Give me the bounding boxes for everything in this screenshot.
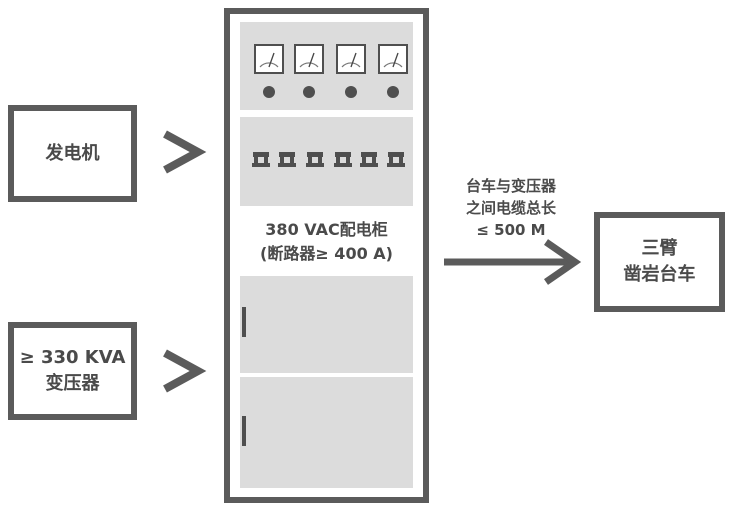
ammeter-gauge-icon (294, 44, 324, 74)
circuit-breaker-icon (387, 152, 405, 168)
rig-label-line-1: 三臂 (641, 238, 678, 259)
drill-rig-box: 三臂 凿岩台车 (594, 212, 725, 312)
rig-label-line-2: 凿岩台车 (623, 264, 696, 285)
cabinet-breaker-spec: (断路器≥ 400 A) (260, 243, 393, 263)
cabinet-door-lower (240, 377, 413, 488)
voltmeter-gauge-icon (254, 44, 284, 74)
transformer-label: 变压器 (45, 373, 100, 394)
circuit-breaker-icon (252, 152, 270, 168)
cabinet-to-rig-arrow-head (544, 239, 582, 285)
transformer-to-cabinet-chevron (163, 349, 207, 393)
generator-to-cabinet-chevron (163, 130, 207, 174)
circuit-breaker-icon (306, 152, 324, 168)
cable-length-note: 台车与变压器 之间电缆总长 ≤ 500 M (443, 175, 579, 241)
indicator-light-icon (263, 86, 275, 98)
cable-note-line-1: 台车与变压器 (465, 177, 556, 195)
cabinet-voltage-label: 380 VAC配电柜 (265, 219, 388, 239)
generator-box: 发电机 (8, 105, 137, 202)
indicator-light-icon (345, 86, 357, 98)
power-meter-gauge-icon (336, 44, 366, 74)
breaker-panel (240, 117, 413, 206)
cabinet-door-upper (240, 276, 413, 373)
cable-note-line-3: ≤ 500 M (476, 221, 546, 239)
indicator-light-icon (387, 86, 399, 98)
distribution-cabinet: 380 VAC配电柜 (断路器≥ 400 A) (224, 8, 429, 503)
cabinet-label: 380 VAC配电柜 (断路器≥ 400 A) (240, 214, 413, 269)
indicator-light-icon (303, 86, 315, 98)
frequency-meter-gauge-icon (378, 44, 408, 74)
generator-label: 发电机 (45, 142, 100, 164)
circuit-breaker-icon (360, 152, 378, 168)
transformer-box: ≥ 330 KVA 变压器 (8, 322, 137, 420)
door-handle-icon (242, 416, 246, 446)
cable-note-line-2: 之间电缆总长 (465, 199, 556, 217)
circuit-breaker-icon (334, 152, 352, 168)
transformer-capacity-label: ≥ 330 KVA (19, 347, 126, 368)
door-handle-icon (242, 307, 246, 337)
circuit-breaker-icon (278, 152, 296, 168)
